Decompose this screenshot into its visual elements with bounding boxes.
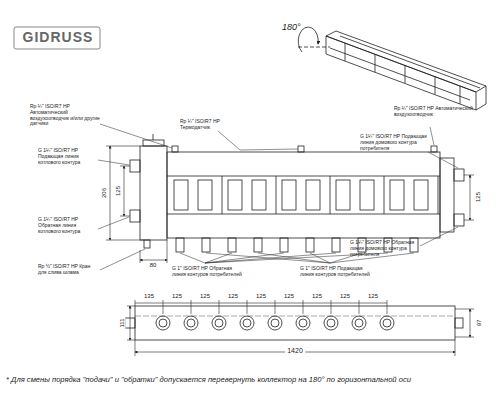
- logo-frame: [14, 27, 100, 49]
- callout-note: G 1" ISO/R7 HP Обратная линия контуров п…: [172, 266, 242, 278]
- dimension: 125: [256, 293, 266, 300]
- callout-note: Rp ¼" ISO/R7 HP Автоматический воздухоот…: [30, 104, 100, 127]
- dimension-lines: [106, 146, 474, 263]
- dimension: 206: [101, 187, 108, 199]
- dimension: 125: [284, 293, 294, 300]
- callout-note: Rp ½" ISO/R7 HP Кран для слива шлама: [38, 264, 100, 276]
- dimension: 80: [150, 262, 157, 269]
- callout-note: G 1¼" ISO/R7 HP Подающая линия домового …: [360, 134, 428, 151]
- dimension: 125: [475, 191, 482, 203]
- dimension: 125: [312, 293, 322, 300]
- plan-dimension-lines: [127, 300, 474, 356]
- dimension: 125: [200, 293, 210, 300]
- dimension: 135: [144, 293, 154, 300]
- dimension: 111: [119, 317, 126, 328]
- leader-lines: [98, 124, 458, 270]
- dimension: 125: [172, 293, 182, 300]
- dimension: 97: [476, 319, 483, 328]
- callout-note: G 1¼" ISO/R7 HP Обратная линия котлового…: [38, 217, 98, 234]
- dimension: 125: [115, 185, 122, 197]
- callout-note: G 1¼" ISO/R7 HP Подающая линия котлового…: [38, 148, 98, 165]
- callout-note: Rp ¼" ISO/R7 HP Термодатчик: [180, 119, 236, 131]
- manifold-plan-view: [125, 306, 463, 340]
- rotation-sketch: [298, 27, 486, 110]
- dimension: 125: [368, 293, 378, 300]
- footnote: * Для смены порядка "подачи" и "обратки"…: [6, 376, 494, 385]
- rotation-angle: 180°: [282, 22, 312, 32]
- callout-note: Rp ¼" ISO/R7 HP Автоматический воздухоот…: [394, 106, 474, 118]
- callout-note: G 1¼" ISO/R7 HP Обратная линия домового …: [350, 240, 420, 257]
- dimension: 125: [340, 293, 350, 300]
- dimension: 1420: [285, 347, 305, 355]
- manifold-front-view: [130, 134, 464, 252]
- brand-logo: GIDRUSS: [20, 29, 96, 45]
- callout-note: G 1" ISO/R7 HP Подающая линия контуров п…: [300, 266, 376, 278]
- dimension: 125: [228, 293, 238, 300]
